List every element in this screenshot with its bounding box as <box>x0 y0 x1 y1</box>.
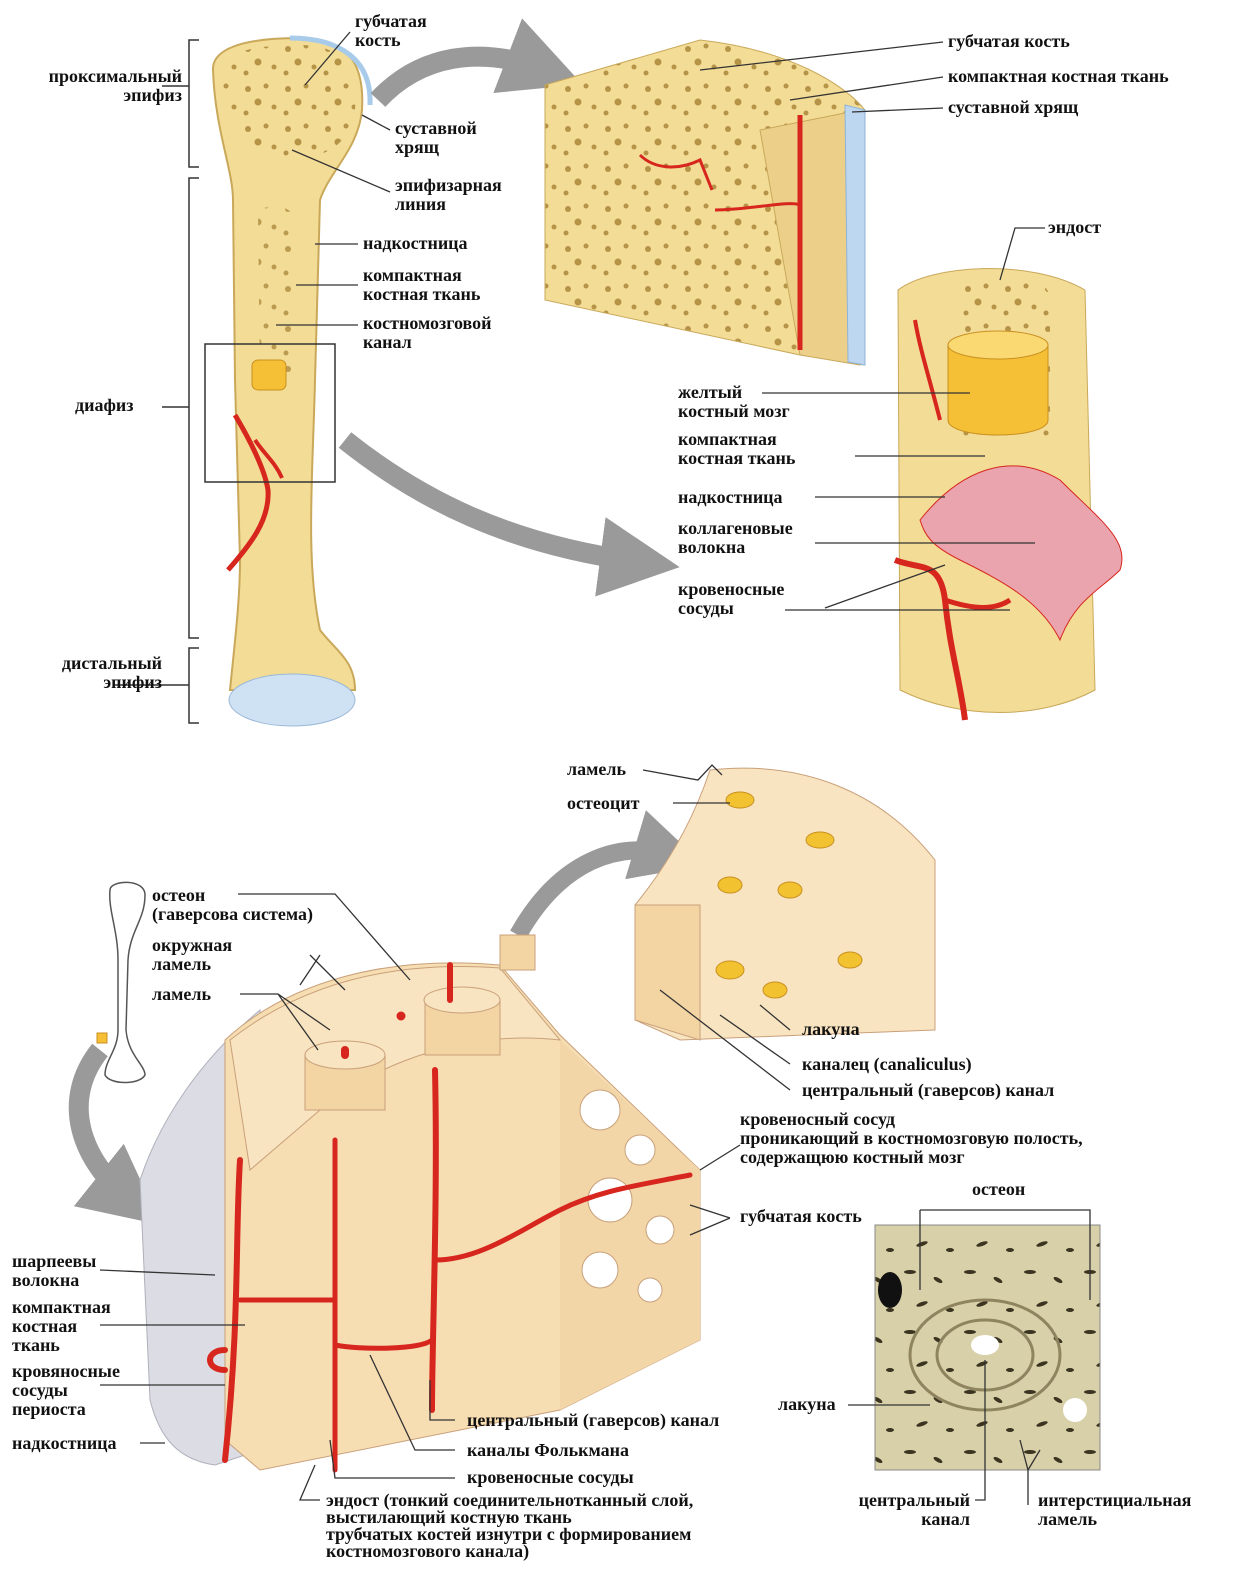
marrow-cavity <box>258 207 294 380</box>
label-blood-vessels-top: кровеносные сосуды <box>678 580 784 618</box>
label-detail-periosteum: надкостница <box>678 488 783 507</box>
label-endosteum: эндост <box>1048 218 1101 237</box>
label-marrow-canal: костномозговой канал <box>363 314 492 352</box>
marrow-plug <box>252 360 286 390</box>
label-penetrating-vessel: кровеносный сосуд проникающий в костномо… <box>740 1110 1083 1167</box>
label-lamella: ламель <box>152 985 211 1004</box>
label-epiphyseal-line: эпифизарная линия <box>395 176 502 214</box>
label-collagen-fibers: коллагеновые волокна <box>678 519 793 557</box>
label-yellow-marrow: желтый костный мозг <box>678 383 790 421</box>
label-blood-vessels-bottom: кровеносные сосуды <box>467 1468 634 1487</box>
label-periosteum-bottom: надкостница <box>12 1434 117 1453</box>
label-detail-compact-bone: компактная костная ткань <box>948 67 1169 86</box>
label-canaliculus: каналец (canaliculus) <box>802 1055 972 1074</box>
label-lamella-top: ламель <box>567 760 626 779</box>
label-periosteal-vessels: кровяносные сосуды периоста <box>12 1362 120 1419</box>
label-proximal-epiphysis: проксимальный эпифиз <box>12 67 182 105</box>
lamella-detail-block <box>635 768 935 1040</box>
label-central-canal-right: центральный (гаверсов) канал <box>802 1081 1054 1100</box>
label-detail-spongy-bone: губчатая кость <box>948 32 1070 51</box>
label-micro-interstitial-lamella: интерстициальная ламель <box>1038 1491 1191 1529</box>
label-micro-central-canal: центральный канал <box>830 1491 970 1529</box>
label-spongy-bone: губчатая кость <box>355 12 427 50</box>
label-compact-bone: компактная костная ткань <box>363 266 480 304</box>
label-distal-epiphysis: дистальный эпифиз <box>10 654 162 692</box>
micrograph <box>875 1225 1100 1470</box>
label-articular-cartilage: суставной хрящ <box>395 119 477 157</box>
label-sharpey-fibers: шарпеевы волокна <box>12 1252 96 1290</box>
arrow-to-shaft-detail <box>345 440 640 562</box>
label-osteon: остеон (гаверсова система) <box>152 886 313 924</box>
label-compact-bone-bottom: компактная костная ткань <box>12 1298 111 1355</box>
label-central-canal: центральный (гаверсов) канал <box>467 1411 719 1430</box>
label-detail-compact-bone2: компактная костная ткань <box>678 430 795 468</box>
label-micro-osteon: остеон <box>972 1180 1025 1199</box>
label-osteocyte: остеоцит <box>567 794 639 813</box>
label-periosteum: надкостница <box>363 234 468 253</box>
label-diaphysis: диафиз <box>75 396 134 415</box>
small-bone-icon <box>97 882 145 1082</box>
label-micro-lacuna: лакуна <box>778 1395 836 1414</box>
spongy-detail-block <box>545 40 865 365</box>
label-volkmann-canals: каналы Фолькмана <box>467 1441 629 1460</box>
long-bone <box>205 38 370 726</box>
articular-cartilage-bottom <box>229 674 355 726</box>
label-endosteum-bottom: эндост (тонкий соединительнотканный слой… <box>326 1492 693 1560</box>
label-circumferential-lamella: окружная ламель <box>152 936 232 974</box>
label-detail-articular-cartilage: суставной хрящ <box>948 98 1078 117</box>
compact-bone-block <box>140 935 700 1470</box>
shaft-detail-block <box>895 269 1122 720</box>
label-lacuna: лакуна <box>802 1020 860 1039</box>
arrow-to-spongy-detail <box>378 57 545 100</box>
label-spongy-bone-bottom: губчатая кость <box>740 1207 862 1226</box>
region-brackets <box>115 40 199 723</box>
